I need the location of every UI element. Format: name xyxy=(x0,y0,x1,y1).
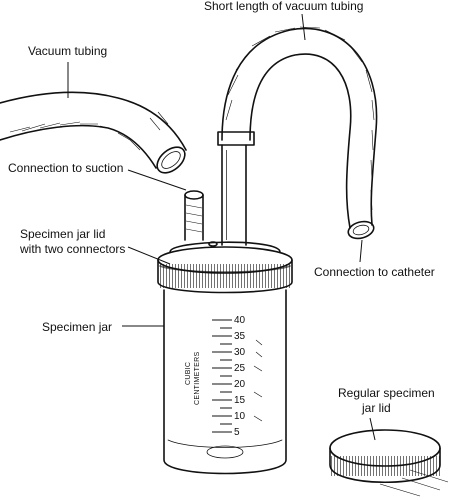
label-regular-lid-line2: jar lid xyxy=(361,401,391,415)
scale-25: 25 xyxy=(234,363,246,374)
label-lid-line2: with two connectors xyxy=(19,242,125,256)
leader-lines xyxy=(67,13,376,441)
short-vacuum-tubing-illustration xyxy=(217,26,378,240)
scale-30: 30 xyxy=(234,347,246,358)
vacuum-tubing-illustration xyxy=(0,91,187,174)
scale-15: 15 xyxy=(234,395,246,406)
glass-stem-connector xyxy=(221,144,247,246)
label-short-vacuum-tubing: Short length of vacuum tubing xyxy=(204,0,363,13)
scale-10: 10 xyxy=(234,411,246,422)
specimen-jar-lid-illustration xyxy=(157,241,293,294)
scale-unit-line2: CENTIMETERS xyxy=(194,352,201,405)
scale-unit-line1: CUBIC xyxy=(185,362,192,385)
scale-20: 20 xyxy=(234,379,246,390)
scale-5: 5 xyxy=(234,427,240,438)
label-connection-to-catheter: Connection to catheter xyxy=(314,265,435,279)
label-regular-lid-line1: Regular specimen xyxy=(338,386,435,400)
label-lid-line1: Specimen jar lid xyxy=(20,227,105,241)
suction-connector xyxy=(184,190,218,247)
specimen-jar-illustration xyxy=(163,289,287,475)
scale-35: 35 xyxy=(234,331,246,342)
scale-40: 40 xyxy=(234,315,246,326)
label-specimen-jar: Specimen jar xyxy=(42,320,112,334)
label-vacuum-tubing: Vacuum tubing xyxy=(28,44,107,58)
label-connection-to-suction: Connection to suction xyxy=(8,161,123,175)
jar-scale: 40 35 30 25 20 15 10 5 CUBIC CENTIMETERS xyxy=(185,315,246,438)
regular-jar-lid-illustration xyxy=(329,429,449,497)
